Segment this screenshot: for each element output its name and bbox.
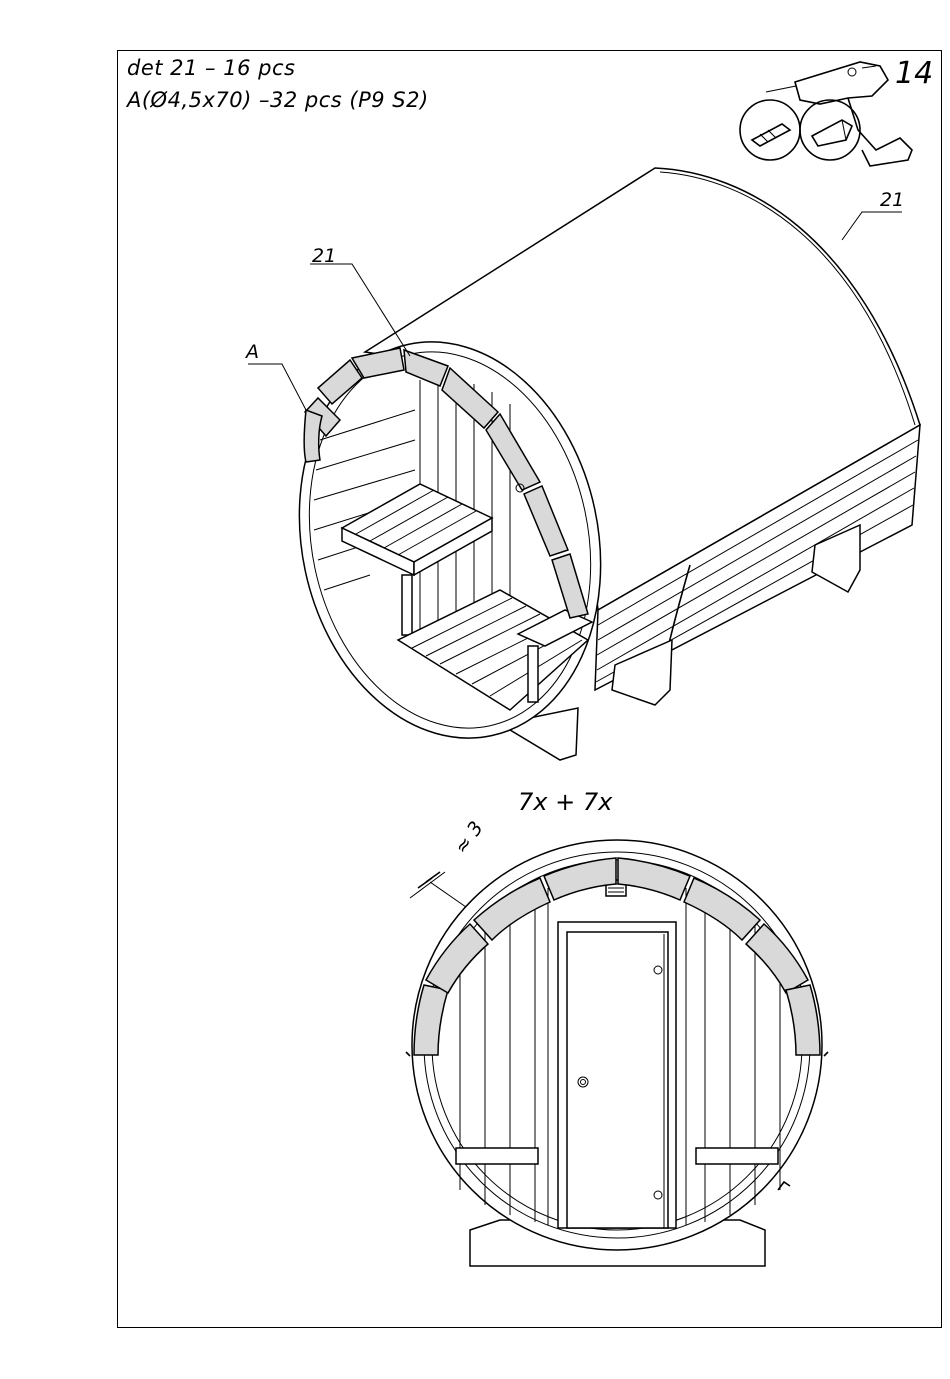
gap-dimension: ≈ 3 xyxy=(410,817,488,907)
gap-dimension-label: ≈ 3 xyxy=(450,817,488,858)
callout-21-right: 21 xyxy=(842,189,904,240)
sauna-barrel-front-view xyxy=(406,840,828,1266)
drill-bit-icon xyxy=(740,100,800,160)
callout-a: A xyxy=(244,341,306,410)
callout-label-21-right: 21 xyxy=(880,189,904,211)
torx-bit-icon xyxy=(800,100,860,160)
callout-label-a: A xyxy=(244,341,259,363)
callout-label-21-left: 21 xyxy=(312,245,336,267)
sauna-barrel-isometric-view xyxy=(264,168,920,766)
drill-icon xyxy=(766,62,912,166)
